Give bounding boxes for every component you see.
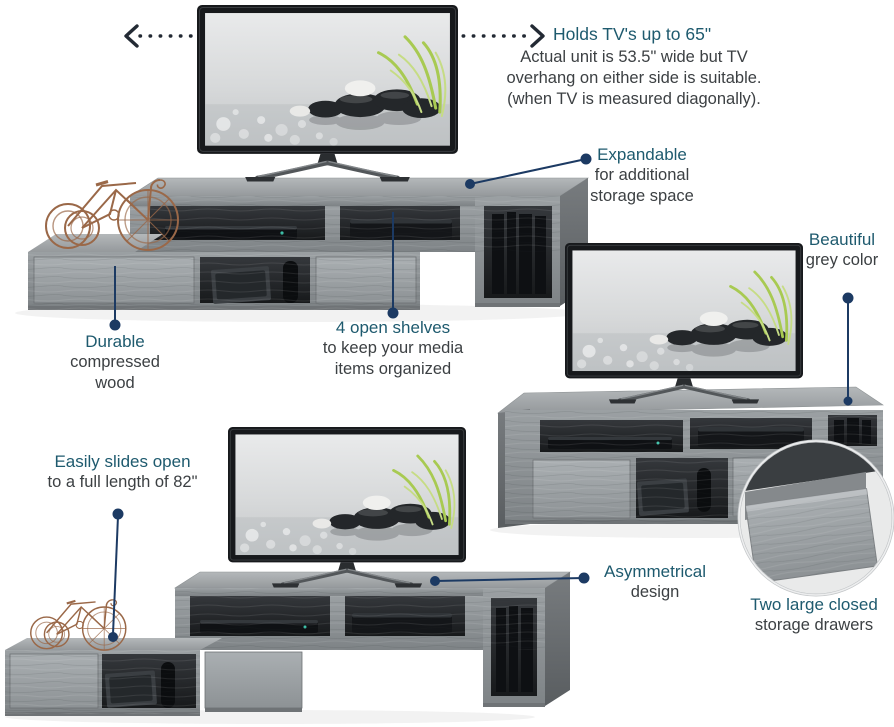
shelves-line2: items organized <box>334 359 452 378</box>
shelves-title: 4 open shelves <box>335 318 451 337</box>
callout-asymmetrical: Asymmetrical design <box>588 562 722 603</box>
drawers-line1: storage drawers <box>754 616 874 634</box>
callout-lines <box>108 153 854 642</box>
magnifier-inset <box>737 439 894 597</box>
durable-title: Durable <box>85 332 145 351</box>
slides-line1: to a full length of 82" <box>47 473 198 491</box>
durable-line1: compressed <box>70 353 160 371</box>
callout-storage-drawers: Two large closed storage drawers <box>730 595 894 636</box>
callout-durable: Durable compressed wood <box>53 332 177 393</box>
expandable-line2: storage space <box>590 186 694 205</box>
expandable-title: Expandable <box>597 145 687 164</box>
asymmetrical-title: Asymmetrical <box>603 562 706 581</box>
slides-title: Easily slides open <box>54 452 191 471</box>
callout-expandable: Expandable for additional storage space <box>572 145 712 206</box>
callout-holds-body: Actual unit is 53.5" wide but TV overhan… <box>450 47 818 110</box>
callout-slides-open: Easily slides open to a full length of 8… <box>25 452 220 493</box>
open-drawer <box>745 488 878 584</box>
tv-right <box>565 243 803 404</box>
asymmetrical-line1: design <box>630 583 680 601</box>
holds-body-line3: (when TV is measured diagonally). <box>507 90 761 108</box>
durable-line2: wood <box>95 373 135 392</box>
scene-expanded-config <box>15 177 590 322</box>
beautiful-line1: grey color <box>805 251 879 269</box>
callout-open-shelves: 4 open shelves to keep your media items … <box>300 318 486 379</box>
tv-top <box>197 5 458 181</box>
holds-body-line1: Actual unit is 53.5" wide but TV <box>520 48 748 66</box>
holds-body-line2: overhang on either side is suitable. <box>506 69 762 87</box>
scene-extended-config <box>5 571 572 724</box>
callout-holds-title: Holds TV's up to 65" <box>553 24 712 44</box>
callout-beautiful-grey: Beautiful grey color <box>788 230 894 271</box>
tv-bottom <box>228 427 466 588</box>
drawers-title: Two large closed <box>750 595 878 614</box>
tv-width-arrow-icon <box>124 24 545 48</box>
shelves-line1: to keep your media <box>322 339 464 357</box>
expandable-line1: for additional <box>594 166 690 184</box>
beautiful-title: Beautiful <box>808 230 876 249</box>
